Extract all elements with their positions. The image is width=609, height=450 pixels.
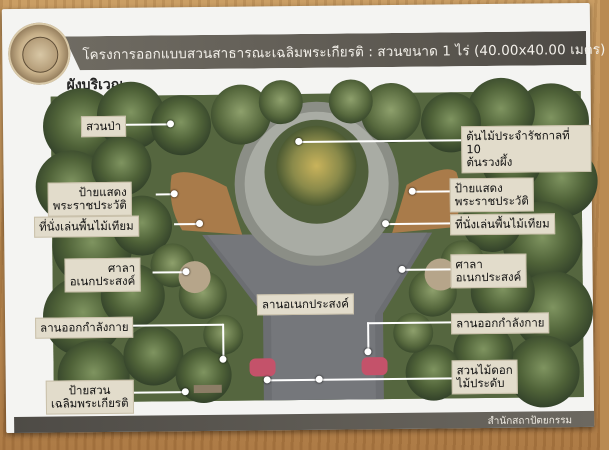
- marker-exercise-left: [219, 355, 227, 363]
- footer-org: สำนักสถาปัตยกรรม: [487, 415, 573, 428]
- seal-emblem: [22, 36, 59, 73]
- marker-park-sign: [181, 388, 189, 396]
- label-exercise-left: ลานออกกำลังกาย: [35, 316, 134, 339]
- leader-bio-right: [413, 190, 454, 193]
- marker-seat-left: [196, 219, 204, 228]
- label-park-sign: ป้ายสวน เฉลิมพระเกียรติ: [45, 379, 134, 415]
- marker-bio-right: [408, 187, 416, 195]
- marker-pav-left: [182, 268, 190, 276]
- marker-bio-left: [170, 190, 178, 198]
- label-forest-garden: สวนป่า: [80, 115, 127, 138]
- label-plaza: ลานอเนกประสงค์: [256, 293, 355, 316]
- label-seating-right: ที่นั่งเล่นพื้นไม้เทียม: [449, 213, 555, 236]
- department-seal: [7, 22, 71, 86]
- label-exercise-right: ลานออกกำลังกาย: [451, 312, 550, 335]
- leader-exercise-right-v: [367, 322, 370, 351]
- marker-royal-tree: [295, 137, 303, 146]
- label-seating-left: ที่นั่งเล่นพื้นไม้เทียม: [33, 215, 139, 238]
- leader-exercise-left-v: [222, 323, 225, 360]
- label-pavilion-right: ศาลา อเนกประสงค์: [450, 253, 527, 289]
- label-bio-sign-right: ป้ายแสดง พระราชประวัติ: [449, 177, 534, 213]
- label-royal-tree: ต้นไม้ประจำรัชกาลที่ 10 ต้นรวงผึ้ง: [461, 124, 592, 174]
- marker-pav-right: [398, 265, 406, 273]
- marker-forest: [166, 120, 175, 128]
- marker-seat-right: [382, 220, 390, 228]
- leader-pav-left: [152, 271, 185, 274]
- label-pavilion-left: ศาลา อเนกประสงค์: [64, 257, 141, 293]
- document-sheet: โครงการออกแบบสวนสาธารณะเฉลิมพระเกียรติ :…: [1, 2, 606, 434]
- label-bio-sign-left: ป้ายแสดง พระราชประวัติ: [47, 181, 132, 217]
- marker-exercise-right: [364, 348, 372, 356]
- label-flower-garden: สวนไม้ดอก ไม้ประดับ: [451, 359, 518, 395]
- marker-flowers-left: [263, 376, 271, 384]
- marker-flowers-right: [315, 375, 323, 383]
